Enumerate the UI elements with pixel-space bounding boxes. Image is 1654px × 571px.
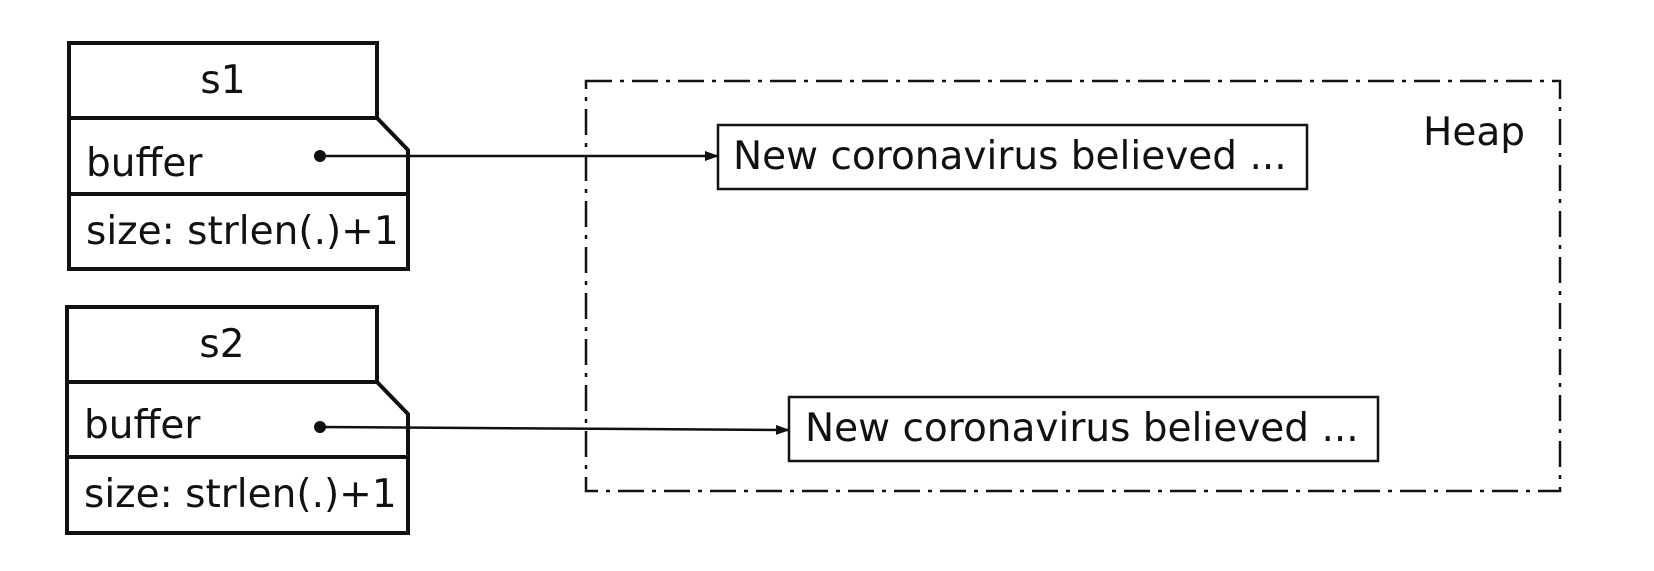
struct-s2-pointer-arrow [319, 424, 790, 435]
struct-s2: s2 buffer size: strlen(.)+1 [65, 305, 790, 535]
heap-string-1-box [716, 123, 1309, 191]
struct-s1-buffer-label: buffer [86, 141, 203, 186]
heap-string-2-box [787, 395, 1380, 463]
struct-s2-name: s2 [199, 322, 244, 367]
heap-region: Heap [584, 79, 1562, 493]
heap-string-2: New coronavirus believed ... [787, 395, 1380, 463]
struct-s2-body-box [65, 380, 410, 535]
struct-s1: s1 buffer size: strlen(.)+1 [67, 41, 719, 271]
struct-s1-name: s1 [200, 58, 245, 103]
heap-label: Heap [1423, 110, 1525, 155]
struct-s1-body-box [67, 116, 410, 271]
heap-string-1-text: New coronavirus believed ... [733, 134, 1287, 179]
struct-s2-buffer-label: buffer [84, 403, 201, 448]
struct-s1-size-label: size: strlen(.)+1 [86, 209, 399, 254]
heap-string-2-text: New coronavirus believed ... [805, 406, 1359, 451]
heap-string-1: New coronavirus believed ... [716, 123, 1309, 191]
struct-s2-size-label: size: strlen(.)+1 [84, 472, 397, 517]
